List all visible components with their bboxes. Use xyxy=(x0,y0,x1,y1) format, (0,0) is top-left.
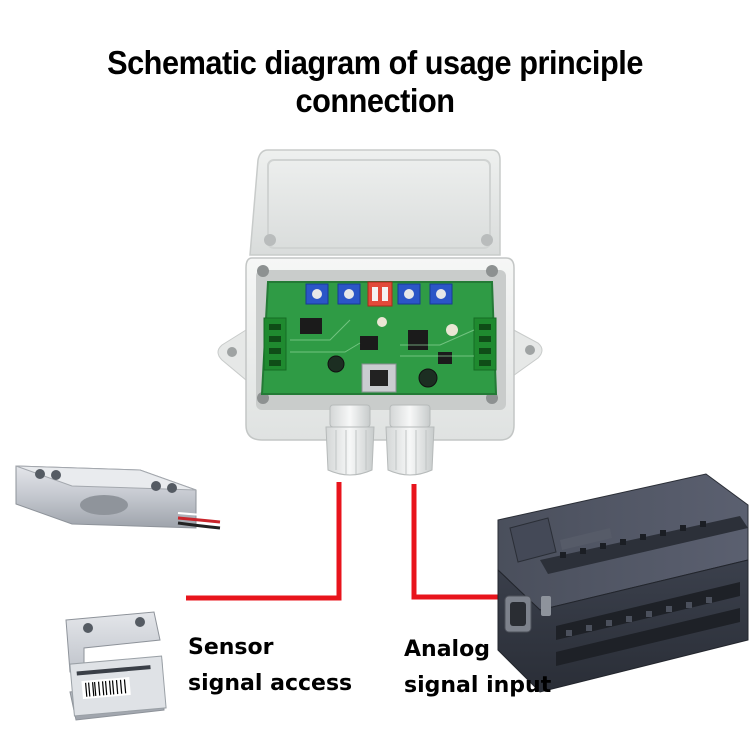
bar-load-cell xyxy=(15,465,221,530)
analog-wire xyxy=(411,484,500,600)
sensor-label-line1: Sensor xyxy=(188,635,274,660)
analog-label-line2: signal input xyxy=(404,673,552,698)
analog-label-line1: Analog xyxy=(404,637,490,662)
sensor-label-line2: signal access xyxy=(188,671,353,696)
diagram-title: Schematic diagram of usage principle con… xyxy=(107,44,643,119)
potentiometer-1 xyxy=(305,283,329,305)
sensor-wire xyxy=(186,482,342,601)
cable-gland-left xyxy=(325,404,375,476)
dip-switch xyxy=(367,281,393,307)
sensor-signal-label: Sensor signal access xyxy=(188,630,352,702)
s-type-load-cell xyxy=(65,611,167,721)
plc-module xyxy=(497,473,749,693)
cable-gland-right xyxy=(385,404,435,476)
potentiometer-3 xyxy=(397,283,421,305)
analog-signal-label: Analog signal input xyxy=(404,632,551,704)
pcb-board xyxy=(260,281,498,395)
potentiometer-4 xyxy=(429,283,453,305)
potentiometer-2 xyxy=(337,283,361,305)
